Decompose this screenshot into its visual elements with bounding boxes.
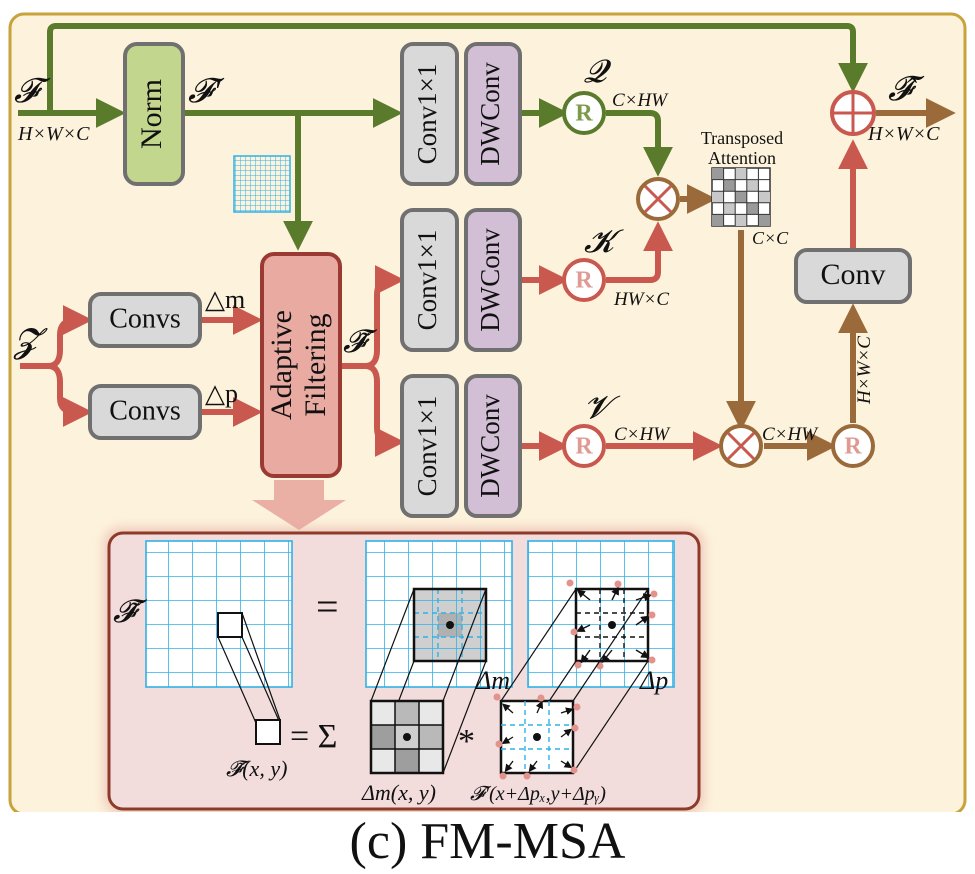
figure-caption: (c) FM-MSA: [349, 813, 626, 870]
norm-block: Norm: [123, 42, 185, 186]
label-out-mul-dim: C×HW: [762, 424, 819, 445]
adaptive-filtering-block: Adaptive Filtering: [260, 252, 342, 478]
convs-dm-block: Convs: [88, 292, 202, 348]
diagram-canvas: Norm Convs Convs Adaptive Filtering Conv…: [8, 12, 967, 816]
conv1x1-q-block: Conv1×1: [400, 42, 459, 186]
residual-add: [830, 90, 876, 136]
attention-matrix: [711, 167, 771, 227]
conv1x1-v-block: Conv1×1: [400, 374, 459, 518]
convs-dm-label: Convs: [109, 303, 181, 334]
label-F-prime: 𝓕′: [188, 73, 225, 110]
detail-star: *: [458, 723, 475, 760]
conv1x1-k-block: Conv1×1: [400, 208, 459, 352]
label-K-dim: HW×C: [613, 289, 669, 310]
dwconv-k-block: DWConv: [464, 208, 522, 352]
sampled-feature-kernel: [493, 693, 581, 780]
label-hwc-out: H×W×C: [867, 123, 940, 145]
label-hwc-in: H×W×C: [17, 123, 90, 145]
projection-lines: [217, 612, 281, 724]
convs-dp-label: Convs: [109, 395, 181, 426]
conv1x1-q-label: Conv1×1: [412, 64, 442, 165]
label-attention: Attention: [708, 148, 776, 168]
kernel-projection-lines: [370, 588, 487, 774]
reshape-q-label: R: [575, 101, 593, 127]
dwconv-v-block: DWConv: [464, 374, 522, 518]
label-Q-dim: C×HW: [612, 90, 669, 111]
reshape-q: R: [562, 91, 606, 135]
reshape-v-label: R: [575, 434, 593, 460]
conv-out-label: Conv: [820, 258, 885, 291]
mask-kernel: [369, 699, 445, 775]
detail-delta-m-xy: Δm(x, y): [361, 780, 436, 805]
detail-equals: =: [316, 584, 339, 629]
red-paths: [20, 139, 868, 461]
mask-grid: [365, 540, 513, 688]
detail-sum: = Σ: [290, 718, 337, 755]
reshape-v: R: [562, 424, 606, 468]
dwconv-q-label: DWConv: [475, 62, 505, 166]
convs-dp-block: Convs: [88, 384, 202, 440]
detail-arrow: [252, 480, 346, 530]
reshape-out-label: R: [844, 434, 862, 460]
adaptive-label-line1: Adaptive: [265, 310, 298, 420]
label-transposed: Transposed: [701, 128, 783, 148]
label-attn-dim: C×C: [752, 228, 789, 248]
output-feature-grid: [145, 540, 293, 688]
detail-delta-p: Δp: [639, 666, 668, 695]
label-V-dim: C×HW: [614, 424, 671, 445]
offset-projection-lines: [500, 588, 649, 774]
reshape-k: R: [562, 258, 606, 302]
dwconv-v-label: DWConv: [475, 394, 505, 498]
norm-label: Norm: [135, 79, 168, 149]
detail-F-tilde-xy: 𝓕̃(x, y): [226, 756, 287, 781]
reshape-out: R: [831, 424, 875, 468]
brown-paths: [680, 98, 956, 461]
conv-out-block: Conv: [794, 248, 912, 304]
label-conv-in-dim: H×W×C: [854, 336, 875, 405]
label-delta-p: △p: [205, 379, 238, 408]
adaptive-label-line2: Filtering: [299, 313, 332, 416]
conv1x1-v-label: Conv1×1: [412, 396, 442, 497]
detail-F-prime-shift: 𝓕′(x+Δpₓ,y+Δpᵧ): [470, 783, 606, 805]
label-delta-m: △m: [205, 285, 245, 314]
conv1x1-k-label: Conv1×1: [412, 230, 442, 331]
offset-grid: [527, 540, 675, 688]
multiply-av: [719, 424, 763, 468]
dwconv-k-label: DWConv: [475, 228, 505, 332]
green-paths: [18, 23, 868, 251]
reshape-k-label: R: [575, 268, 593, 294]
dwconv-q-block: DWConv: [464, 42, 522, 186]
detail-delta-m: Δm: [475, 666, 510, 695]
output-pixel: [255, 719, 281, 745]
multiply-qk: [636, 177, 680, 221]
feature-grid-icon: [233, 155, 291, 213]
